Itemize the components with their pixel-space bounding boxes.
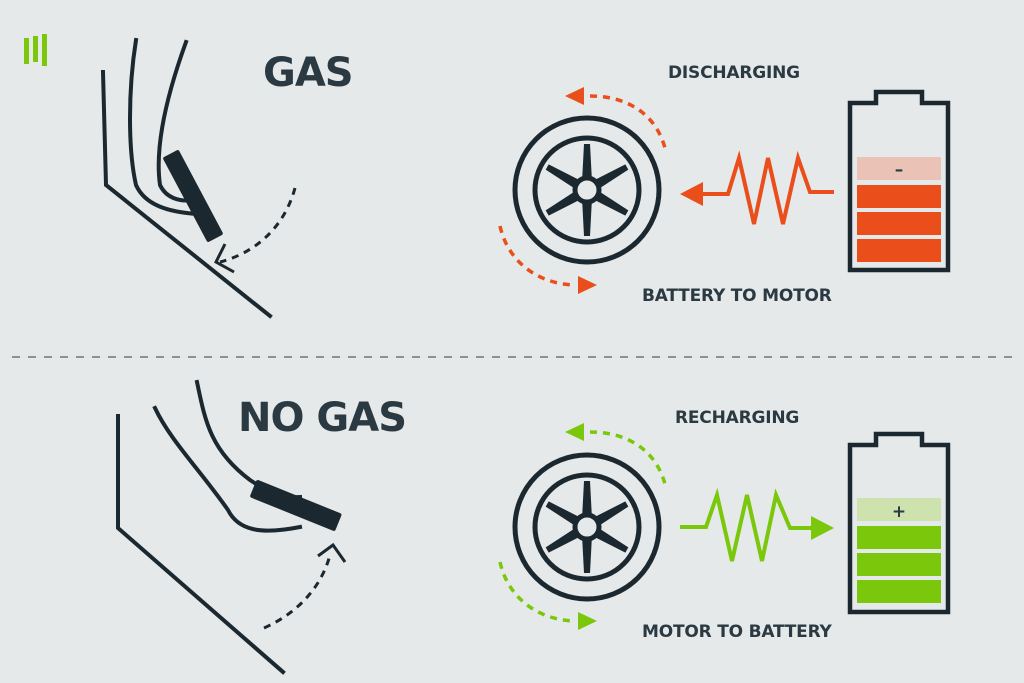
zigzag-current-icon xyxy=(680,487,834,562)
zigzag-current-icon xyxy=(680,150,834,225)
gas-title: GAS xyxy=(263,50,354,96)
battery-icon: – xyxy=(847,89,951,273)
battery-sign: – xyxy=(895,160,904,180)
battery-to-motor-label: BATTERY TO MOTOR xyxy=(642,286,832,306)
pedal-icon xyxy=(250,480,342,531)
press-arrow-icon xyxy=(214,187,297,274)
logo-mark-icon xyxy=(24,34,47,66)
no-gas-title: NO GAS xyxy=(238,395,407,441)
rotation-arrow-icon xyxy=(498,423,667,630)
battery-icon: + xyxy=(847,431,951,615)
wheel-icon xyxy=(515,455,659,599)
motor-to-battery-label: MOTOR TO BATTERY xyxy=(642,622,832,642)
discharging-label: DISCHARGING xyxy=(668,63,800,83)
foot-pressing-icon xyxy=(100,37,273,319)
rotation-arrow-icon xyxy=(498,87,667,294)
battery-sign: + xyxy=(892,502,906,522)
recharging-label: RECHARGING xyxy=(675,408,800,428)
wheel-icon xyxy=(515,118,659,262)
release-arrow-icon xyxy=(263,542,347,630)
pedal-icon xyxy=(163,150,223,242)
